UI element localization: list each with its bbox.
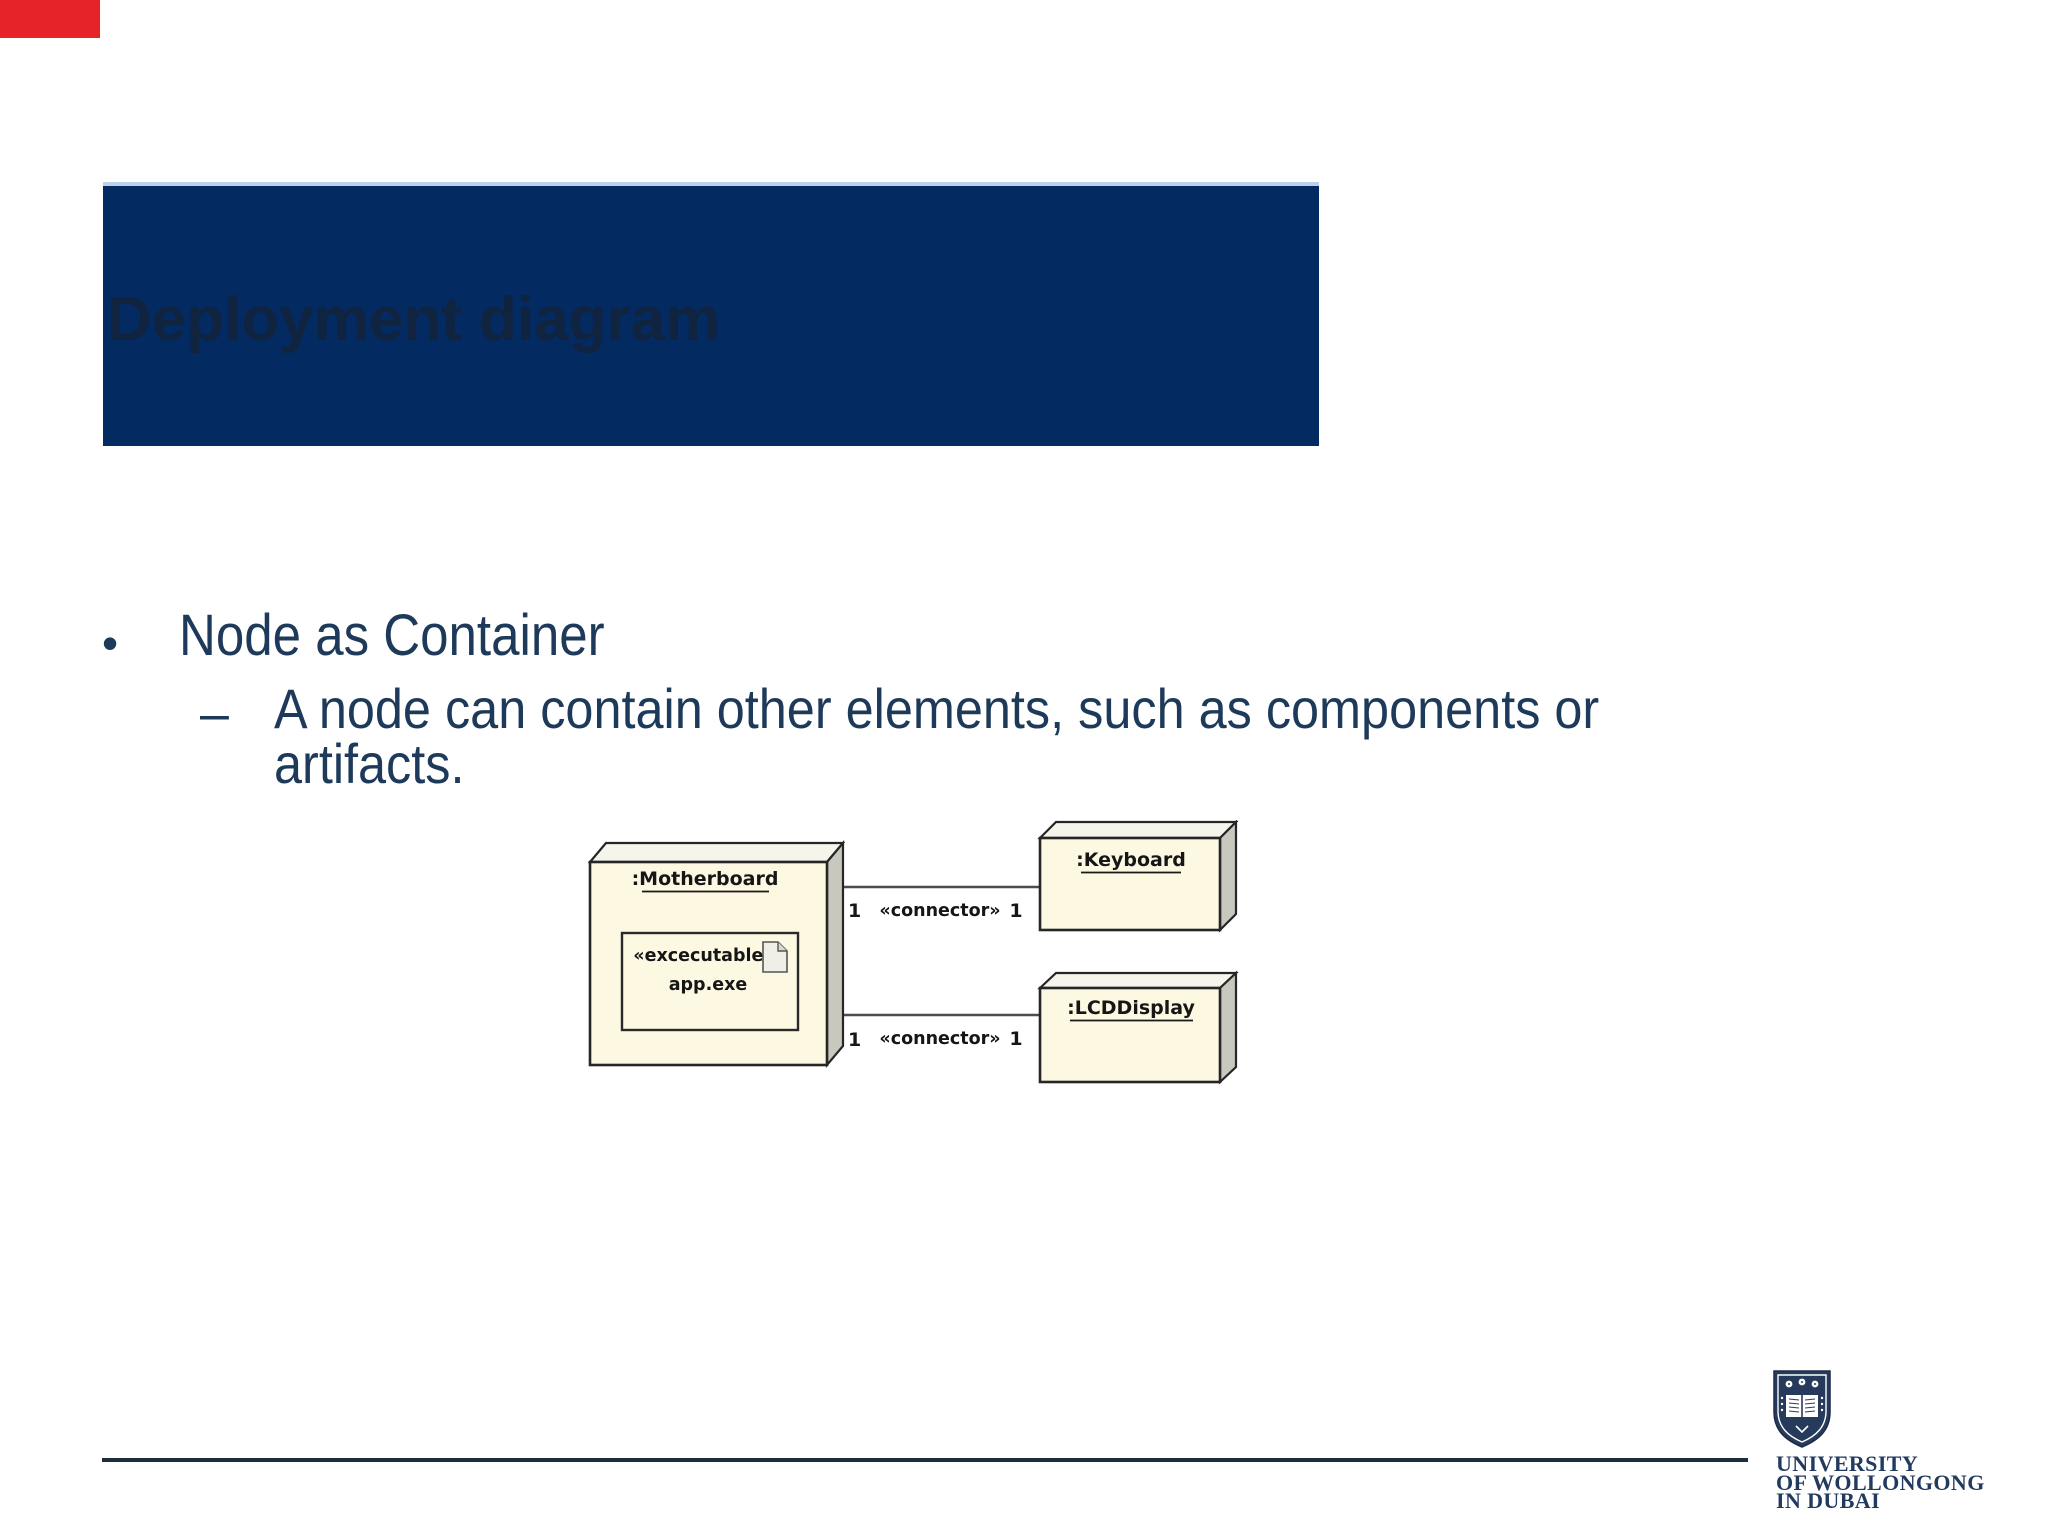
node-lcddisplay-front-face [1038, 986, 1222, 1084]
connector-stereotype-top: «connector» [879, 901, 1000, 921]
multiplicity-bottom-right: 1 [1009, 1028, 1022, 1050]
university-wordmark-line2: OF WOLLONGONG [1776, 1469, 1985, 1495]
node-motherboard-label: :Motherboard [632, 868, 779, 890]
university-wordmark-line3: IN DUBAI [1776, 1488, 1881, 1513]
connector-stereotype-bottom: «connector» [879, 1029, 1000, 1049]
university-wordmark-line1: UNIVERSITY [1776, 1451, 1919, 1476]
multiplicity-top-right: 1 [1009, 900, 1022, 922]
sub-bullet-marker: – [200, 685, 229, 743]
uml-deployment-diagram: :Motherboard «excecutable» app.exe :Keyb… [587, 820, 1239, 1085]
corner-accent-red [0, 0, 100, 38]
artifact-name: app.exe [669, 975, 748, 995]
multiplicity-bottom-left: 1 [848, 1029, 861, 1051]
node-motherboard: :Motherboard «excecutable» app.exe [587, 839, 846, 1069]
page-title: Deployment diagram [107, 285, 721, 354]
footer-rule [102, 1458, 1748, 1462]
bullet-marker: • [102, 617, 119, 669]
node-lcddisplay-side-face [1218, 970, 1238, 1085]
sub-bullet-text: A node can contain other elements, such … [274, 677, 1600, 795]
artifact-stereotype: «excecutable» [633, 946, 774, 966]
node-lcddisplay-label: :LCDDisplay [1067, 997, 1195, 1019]
node-keyboard: :Keyboard [1037, 820, 1239, 933]
node-keyboard-front-face [1038, 836, 1222, 932]
node-keyboard-side-face [1218, 820, 1238, 933]
university-wordmark: UNIVERSITY OF WOLLONGONG IN DUBAI [1776, 1451, 1985, 1513]
node-lcddisplay-top-face [1037, 971, 1239, 990]
title-bar: Deployment diagram [103, 182, 1319, 446]
node-lcddisplay: :LCDDisplay [1037, 970, 1239, 1085]
multiplicity-top-left: 1 [848, 900, 861, 922]
university-crest-icon [1773, 1370, 1831, 1448]
bullet-main-text: Node as Container [179, 603, 605, 668]
node-keyboard-label: :Keyboard [1076, 849, 1186, 871]
node-motherboard-top-face [587, 841, 846, 864]
node-keyboard-top-face [1037, 820, 1239, 840]
node-motherboard-side-face [825, 839, 845, 1069]
document-icon [762, 941, 788, 973]
